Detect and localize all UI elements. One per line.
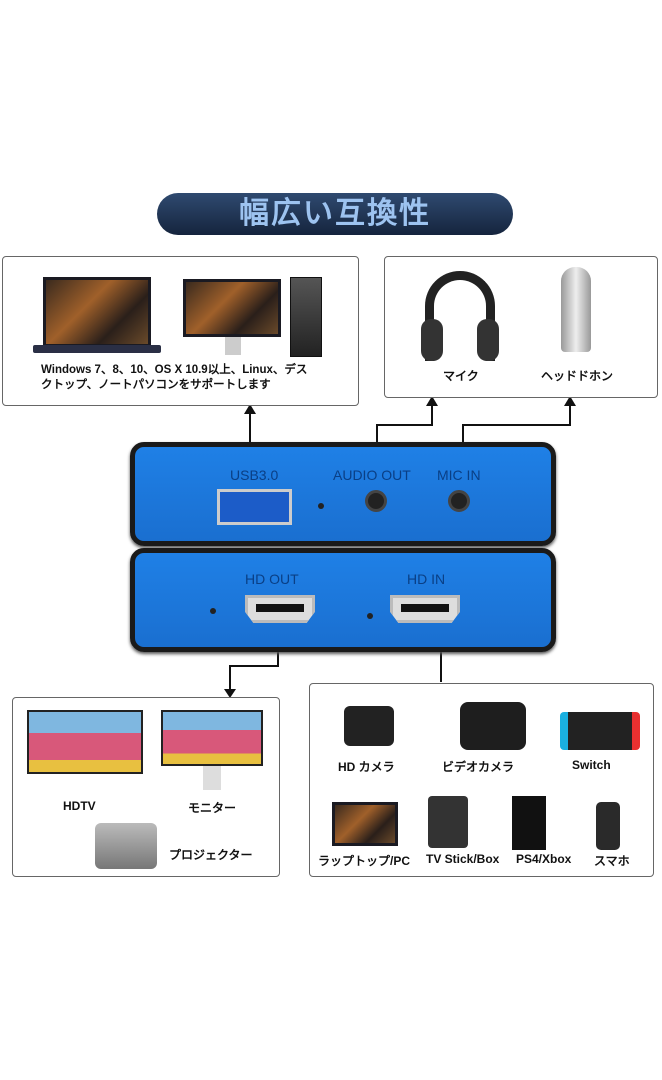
audio-out-jack	[365, 490, 387, 512]
output-compat-box: HDTV モニター プロジェクター	[12, 697, 280, 877]
input-label-tv-stick: TV Stick/Box	[426, 852, 500, 866]
input-compat-box: HD カメラ ビデオカメラ Switch ラップトップ/PC TV Stick/…	[309, 683, 654, 877]
monitor-stand	[225, 337, 241, 355]
output-label-projector: プロジェクター	[169, 848, 253, 862]
mic-in-jack	[448, 490, 470, 512]
hdmi-out-port	[245, 595, 315, 623]
hdmi-in-port	[390, 595, 460, 623]
monitor-image	[183, 279, 281, 337]
input-label-switch: Switch	[572, 758, 611, 772]
camera-image	[344, 706, 394, 746]
input-label-laptop: ラップトップ/PC	[318, 854, 411, 868]
audio-compat-box: マイク ヘッドドホン	[384, 256, 658, 398]
laptop-base	[33, 345, 161, 353]
audio-label-mic: マイク	[443, 369, 479, 383]
smartphone-image	[596, 802, 620, 850]
hd-in-label: HD IN	[407, 571, 446, 587]
projector-image	[95, 823, 157, 869]
indicator-dot	[367, 613, 373, 619]
input-label-hd-camera: HD カメラ	[338, 760, 395, 774]
usb-port	[217, 489, 292, 525]
capture-device-bottom: HD OUT HD IN	[130, 548, 556, 652]
audio-label-headphones: ヘッドドホン	[541, 369, 614, 383]
switch-console-image	[560, 712, 640, 750]
monitor-stand	[203, 766, 221, 790]
caption-line-1: Windows 7、8、10、OS X 10.9以上、Linux、デス	[41, 364, 308, 376]
pc-caption: Windows 7、8、10、OS X 10.9以上、Linux、デス クトップ…	[41, 363, 307, 393]
indicator-dot	[210, 608, 216, 614]
hdtv-image	[27, 710, 143, 774]
input-label-video-camera: ビデオカメラ	[442, 760, 515, 774]
laptop-image	[43, 277, 151, 347]
pc-compat-box: Windows 7、8、10、OS X 10.9以上、Linux、デス クトップ…	[2, 256, 359, 406]
microphone-icon	[561, 267, 591, 352]
headphones-cup-left	[421, 319, 443, 361]
output-label-hdtv: HDTV	[63, 799, 96, 813]
headphones-icon	[425, 271, 495, 361]
tv-stick-image	[428, 796, 468, 848]
headphones-cup-right	[477, 319, 499, 361]
led-indicator	[318, 503, 324, 509]
usb-port-label: USB3.0	[230, 467, 279, 483]
capture-device-top: USB3.0 AUDIO OUT MIC IN	[130, 442, 556, 546]
input-label-ps4-xbox: PS4/Xbox	[516, 852, 572, 866]
desktop-tower-image	[290, 277, 322, 357]
output-label-monitor: モニター	[188, 801, 237, 815]
monitor-image	[161, 710, 263, 766]
mic-in-label: MIC IN	[437, 467, 481, 483]
audio-out-label: AUDIO OUT	[333, 467, 411, 483]
video-camera-image	[460, 702, 526, 750]
input-label-smartphone: スマホ	[594, 854, 630, 868]
ps4-image	[512, 796, 546, 850]
laptop-image	[332, 802, 398, 846]
hd-out-label: HD OUT	[245, 571, 299, 587]
section-title: 幅広い互換性	[157, 193, 513, 235]
caption-line-2: クトップ、ノートパソコンをサポートします	[41, 379, 271, 391]
